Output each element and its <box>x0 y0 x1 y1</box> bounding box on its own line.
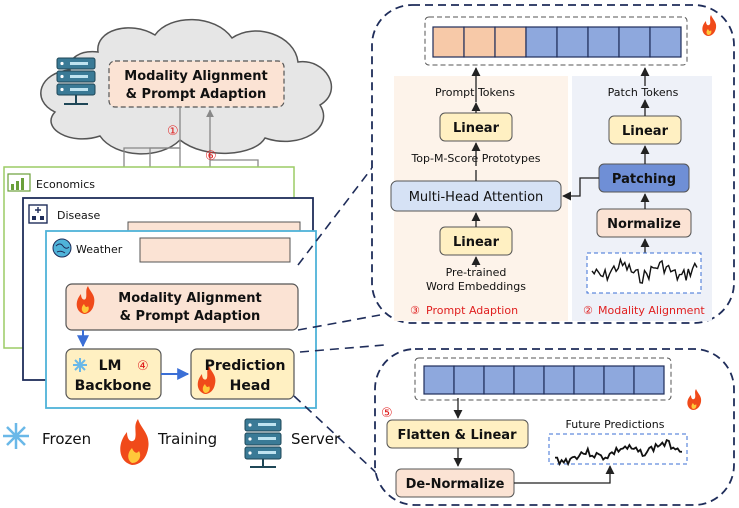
weather-label: Weather <box>76 243 123 256</box>
server-icon <box>56 57 96 105</box>
token-cell <box>494 26 527 58</box>
svg-text:Patching: Patching <box>612 172 676 187</box>
lm-line1: LM <box>99 358 122 374</box>
fire-icon <box>197 366 216 394</box>
svg-text:Frozen: Frozen <box>42 430 91 448</box>
arrow-denorm-to-future <box>514 465 615 484</box>
future-series-line <box>555 439 683 467</box>
cloud-mapa-box: Modality Alignment & Prompt Adaption <box>108 60 285 108</box>
chart-growth-icon <box>7 173 31 192</box>
token-cell <box>603 365 635 395</box>
modality-linear: Linear <box>608 115 682 145</box>
cloud-mapa-line2: & Prompt Adaption <box>126 87 267 102</box>
future-predictions-label: Future Predictions <box>566 418 665 431</box>
prediction-head-box: Prediction Head <box>190 348 295 400</box>
token-cell <box>483 365 515 395</box>
token-cell <box>513 365 545 395</box>
client-mapa-line1: Modality Alignment <box>118 291 261 306</box>
pretrained-line2: Word Embeddings <box>426 280 526 293</box>
arrow-patching-to-mha <box>562 177 599 201</box>
legend-frozen: Frozen <box>3 423 91 449</box>
step-3-marker: ③ <box>410 304 420 317</box>
denormalize-box: De-Normalize <box>395 468 515 498</box>
svg-text:Normalize: Normalize <box>607 217 681 232</box>
hospital-icon <box>28 204 48 224</box>
normalize-box: Normalize <box>596 208 692 238</box>
server-icon <box>244 418 282 468</box>
prompt-adaption-caption: Prompt Adaption <box>426 304 518 317</box>
pretrained-line1: Pre-trained <box>446 266 507 279</box>
svg-text:Server: Server <box>291 430 341 448</box>
weather-mapa-stub <box>139 237 291 263</box>
patch-tokens-label: Patch Tokens <box>608 86 679 99</box>
svg-text:Linear: Linear <box>453 235 500 250</box>
client-mapa-line2: & Prompt Adaption <box>120 309 261 324</box>
head-token-strip <box>423 365 665 395</box>
token-cell <box>633 365 665 395</box>
step-5-marker: ⑤ <box>381 406 393 421</box>
fire-icon <box>687 389 702 410</box>
step-2-marker: ② <box>583 304 593 317</box>
token-cell <box>618 26 651 58</box>
modality-alignment-caption: Modality Alignment <box>598 304 705 317</box>
zoom-connectors <box>293 159 385 481</box>
token-cell <box>453 365 485 395</box>
token-cell <box>587 26 620 58</box>
legend-server: Server <box>244 418 341 468</box>
legend-training: Training <box>120 419 217 465</box>
svg-text:Multi-Head Attention: Multi-Head Attention <box>409 190 544 205</box>
token-cell <box>556 26 589 58</box>
token-strip <box>432 26 682 58</box>
snowflake-icon <box>73 358 87 372</box>
step-4-marker: ④ <box>137 359 149 374</box>
svg-text:Linear: Linear <box>453 121 500 136</box>
svg-text:Training: Training <box>157 430 217 448</box>
lm-backbone-box: LM ④ Backbone <box>65 348 162 400</box>
prompt-linear-bottom: Linear <box>439 226 513 256</box>
pred-line1: Prediction <box>205 358 286 374</box>
token-cell <box>525 26 558 58</box>
input-series-line <box>591 257 698 284</box>
patching-box: Patching <box>598 163 690 193</box>
svg-text:Linear: Linear <box>622 124 669 139</box>
fire-icon <box>120 419 149 465</box>
flatten-linear-box: Flatten & Linear <box>386 419 529 449</box>
future-series-frame <box>548 433 688 465</box>
token-cell <box>432 26 465 58</box>
economics-label: Economics <box>36 178 95 191</box>
lm-line2: Backbone <box>75 378 152 394</box>
step-6-marker: ⑥ <box>205 149 217 164</box>
prompt-linear-top: Linear <box>439 112 513 142</box>
svg-text:Flatten & Linear: Flatten & Linear <box>398 428 518 443</box>
fire-icon <box>76 286 95 314</box>
token-cell <box>649 26 682 58</box>
token-cell <box>543 365 575 395</box>
cloud-mapa-line1: Modality Alignment <box>124 69 267 84</box>
globe-icon <box>52 238 72 258</box>
fire-icon <box>702 15 717 36</box>
pred-line2: Head <box>230 378 271 394</box>
step-1-marker: ① <box>167 124 179 139</box>
token-cell <box>573 365 605 395</box>
svg-text:De-Normalize: De-Normalize <box>406 477 505 492</box>
prompt-tokens-label: Prompt Tokens <box>435 86 515 99</box>
client-mapa-box: Modality Alignment & Prompt Adaption <box>65 283 299 331</box>
token-cell <box>463 26 496 58</box>
disease-label: Disease <box>57 209 100 222</box>
snowflake-icon <box>3 423 29 449</box>
token-cell <box>423 365 455 395</box>
multi-head-attention-box: Multi-Head Attention <box>390 180 562 212</box>
